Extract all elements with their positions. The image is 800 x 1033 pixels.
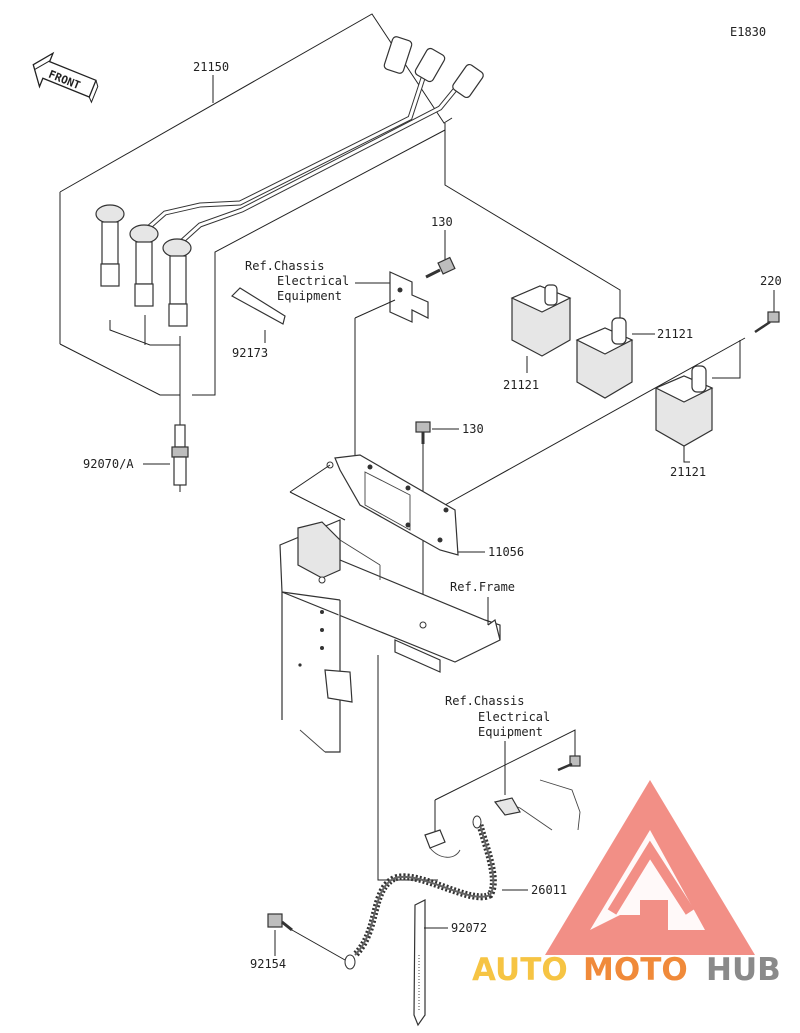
label-26011: 26011: [531, 883, 567, 897]
ref-chassis-2-line2: Electrical: [478, 710, 550, 724]
mount-bracket: [389, 271, 429, 323]
label-92072: 92072: [451, 921, 487, 935]
coil-bracket-11056: [326, 454, 459, 556]
lead-plug-caps: [95, 204, 192, 327]
label-220: 220: [760, 274, 782, 288]
bolt-130-mid: [415, 421, 431, 444]
label-21150: 21150: [193, 60, 229, 74]
label-21121-c: 21121: [670, 465, 706, 479]
label-92173: 92173: [232, 346, 268, 360]
frame-section: [279, 519, 501, 753]
clamp-92173: [231, 287, 286, 343]
lead-coil-caps: [383, 36, 484, 99]
front-arrow-icon: FRONT: [32, 51, 99, 104]
ground-cable-26011: [344, 815, 497, 970]
lead-assembly-frame: [59, 13, 453, 396]
logo-word-hub: HUB: [706, 952, 781, 988]
screw-220: [754, 311, 780, 334]
ref-chassis-1-line1: Ref.Chassis: [245, 259, 324, 273]
automotohub-logo: [545, 780, 755, 955]
label-92070: 92070/A: [83, 457, 134, 471]
bolt-130-top: [425, 256, 456, 279]
ref-frame: Ref.Frame: [450, 580, 515, 594]
label-21121-b: 21121: [657, 327, 693, 341]
label-21121-a: 21121: [503, 378, 539, 392]
spark-plug: [171, 370, 189, 492]
ground-mount: [424, 729, 581, 858]
ignition-coil-1: [510, 284, 572, 373]
ignition-leads: [113, 71, 460, 245]
ref-chassis-2-line1: Ref.Chassis: [445, 694, 524, 708]
ignition-coil-2: [575, 317, 634, 399]
ref-chassis-1-line2: Electrical: [277, 274, 349, 288]
bolt-ground: [557, 755, 581, 772]
ignition-coil-3: [654, 365, 714, 447]
logo-word-auto: AUTO: [472, 952, 568, 988]
ref-chassis-1-line3: Equipment: [277, 289, 342, 303]
label-11056: 11056: [488, 545, 524, 559]
automotohub-wordmark: AUTO MOTO HUB: [472, 952, 781, 988]
band-92072: [413, 899, 426, 1027]
ref-chassis-2-line3: Equipment: [478, 725, 543, 739]
label-92154: 92154: [250, 957, 286, 971]
bolt-92154: [267, 913, 293, 932]
diagram-code: E1830: [730, 25, 766, 39]
label-130-mid: 130: [462, 422, 484, 436]
logo-word-moto: MOTO: [583, 952, 688, 988]
label-130-top: 130: [431, 215, 453, 229]
